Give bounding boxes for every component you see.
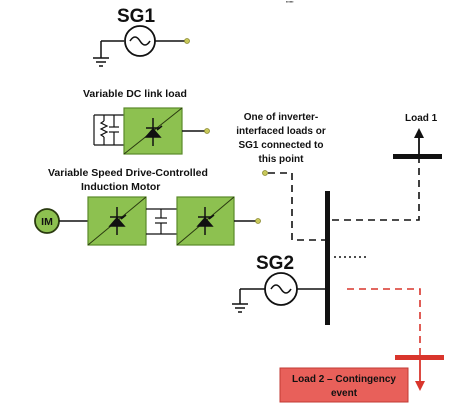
vsd-label-line1: Variable Speed Drive-Controlled: [48, 167, 208, 179]
dc-link-network: [93, 114, 124, 146]
load2-feeder-dashed: [347, 288, 421, 356]
vsd-terminal-dot: [255, 218, 261, 224]
top-mark: """: [286, 1, 294, 8]
sg1-generator-icon: [124, 25, 156, 57]
sg1-ground-icon: [93, 41, 109, 67]
load2-bus: [395, 355, 444, 360]
connection-point-dot: [262, 170, 268, 176]
load1-arrow-icon: [414, 128, 424, 138]
load1-group: Load 1: [332, 113, 442, 221]
vsd-dc-link-capacitor: [146, 208, 177, 235]
note-line2: interfaced loads or: [236, 126, 326, 137]
thyristor-icon: [144, 118, 163, 146]
load2-group: Load 2 – Contingency event: [279, 288, 444, 403]
vsd-inverter: [176, 196, 235, 246]
vsd-group: Variable Speed Drive-Controlled Inductio…: [34, 167, 261, 246]
note-line3: SG1 connected to: [238, 140, 323, 151]
sg1-terminal-dot: [184, 38, 190, 44]
load1-feeder-dashed: [332, 159, 420, 221]
sg2-generator-icon: [264, 272, 298, 306]
load2-arrow-icon: [415, 381, 425, 391]
sg1-label: SG1: [117, 6, 155, 27]
sg1-group: SG1: [93, 6, 190, 67]
main-bus: [325, 191, 330, 325]
dc-load-terminal-dot: [204, 128, 210, 134]
load2-label-line1: Load 2 – Contingency: [292, 374, 396, 385]
dc-load-converter: [123, 107, 183, 155]
sg2-label: SG2: [256, 253, 294, 274]
note-line4: this point: [259, 154, 305, 165]
dc-load-group: Variable DC link load: [83, 88, 210, 155]
sg2-group: SG2: [232, 253, 326, 313]
thyristor-icon: [196, 207, 215, 235]
induction-motor-icon: IM: [34, 208, 60, 234]
sg2-ground-icon: [232, 289, 248, 313]
load1-bus: [393, 154, 442, 159]
vsd-label-line2: Induction Motor: [81, 181, 160, 193]
connection-note: One of inverter- interfaced loads or SG1…: [236, 112, 326, 165]
load2-label-line2: event: [331, 388, 358, 399]
note-line1: One of inverter-: [244, 112, 318, 123]
thyristor-icon: [108, 207, 127, 235]
connection-dashed-line: [268, 172, 327, 241]
vsd-rectifier: [87, 196, 147, 246]
dc-load-label: Variable DC link load: [83, 88, 187, 100]
load1-label: Load 1: [405, 113, 438, 124]
load2-event-box: [279, 367, 409, 403]
motor-label: IM: [41, 216, 53, 228]
